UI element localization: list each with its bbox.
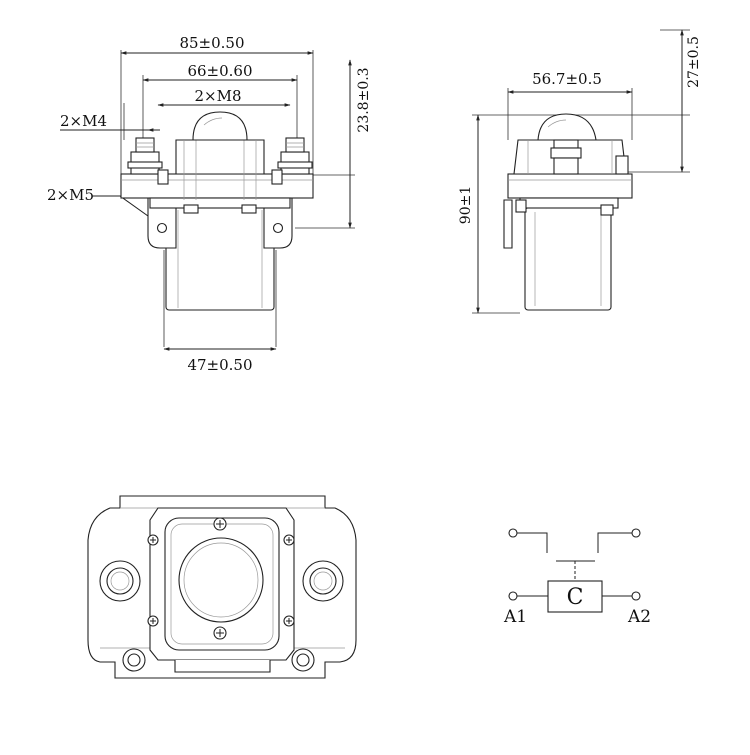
terminal-left <box>127 137 163 175</box>
contactor-side-body <box>503 113 633 311</box>
dome <box>192 111 248 141</box>
dim-text-56-7: 56.7±0.5 <box>532 70 602 88</box>
contact-terminal-left <box>508 528 518 538</box>
dim-text-m8: 2×M8 <box>194 87 241 105</box>
mount-hole-left <box>156 222 168 234</box>
screw-right-bottom <box>283 615 295 627</box>
schematic-symbol: C A1 A2 <box>503 528 651 627</box>
terminal-label-a1: A1 <box>503 607 527 627</box>
top-view <box>87 495 357 679</box>
terminal-right <box>277 137 313 175</box>
dim-text-66: 66±0.60 <box>187 62 252 80</box>
terminal-top-right <box>302 560 344 602</box>
dim-text-90: 90±1 <box>458 186 474 224</box>
dim-text-23-8: 23.8±0.3 <box>356 67 372 132</box>
terminal-top-left <box>99 560 141 602</box>
dim-text-m4: 2×M4 <box>60 112 107 130</box>
contactor-front-body <box>120 111 314 311</box>
contactor-top-body <box>87 495 357 679</box>
dim-text-47: 47±0.50 <box>187 356 252 374</box>
dim-text-85: 85±0.50 <box>179 34 244 52</box>
aux-terminal-right <box>291 648 315 672</box>
screw-bottom <box>213 626 227 640</box>
side-view: 56.7±0.5 90±1 27±0.5 <box>458 29 702 314</box>
coil-box <box>547 580 603 613</box>
coil-label: C <box>567 585 584 610</box>
aux-terminal-left <box>122 648 146 672</box>
contact-left-lead <box>517 532 548 553</box>
mount-hole-right <box>272 222 284 234</box>
front-view: 85±0.50 66±0.60 2×M8 2×M4 2×M5 47±0.50 2… <box>47 34 372 374</box>
dome-top <box>178 537 264 623</box>
screw-right-top <box>283 534 295 546</box>
dim-text-27: 27±0.5 <box>686 36 702 88</box>
coil-terminal-a2 <box>631 591 641 601</box>
coil-terminal-a1 <box>508 591 518 601</box>
terminal-label-a2: A2 <box>627 607 651 627</box>
contact-terminal-right <box>631 528 641 538</box>
screw-left-bottom <box>147 615 159 627</box>
dim-text-m5: 2×M5 <box>47 186 94 204</box>
screw-left-top <box>147 534 159 546</box>
screw-top <box>213 517 227 531</box>
contact-right-lead <box>597 532 632 553</box>
